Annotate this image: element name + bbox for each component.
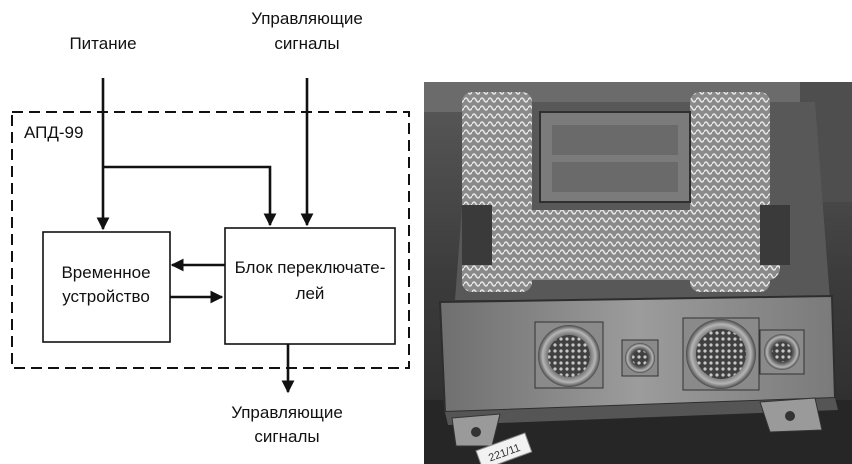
control-in-label-line-1: Управляющие — [251, 9, 363, 28]
timer-block-label-line-2: устройство — [62, 287, 150, 306]
connector-small-left — [622, 340, 658, 376]
control-out-label-line-2: сигналы — [254, 427, 319, 446]
switch-block-label-line-1: Блок переключате- — [235, 258, 386, 277]
frame-label: АПД-99 — [24, 123, 83, 142]
connector-small-right — [760, 330, 804, 374]
block-diagram: АПД-99 Питание Управляющие сигналы Време… — [12, 9, 409, 446]
power-label: Питание — [69, 34, 136, 53]
connector-large-left — [535, 322, 603, 388]
connector-large-right — [683, 318, 759, 390]
device-photo: 221/11 — [424, 82, 852, 464]
switch-block-label-line-2: лей — [296, 284, 325, 303]
timer-block-label-line-1: Временное — [61, 263, 150, 282]
control-in-label-line-2: сигналы — [274, 34, 339, 53]
control-out-label-line-1: Управляющие — [231, 403, 343, 422]
power-to-switch-arrow — [103, 167, 270, 225]
center-harness — [520, 210, 780, 280]
